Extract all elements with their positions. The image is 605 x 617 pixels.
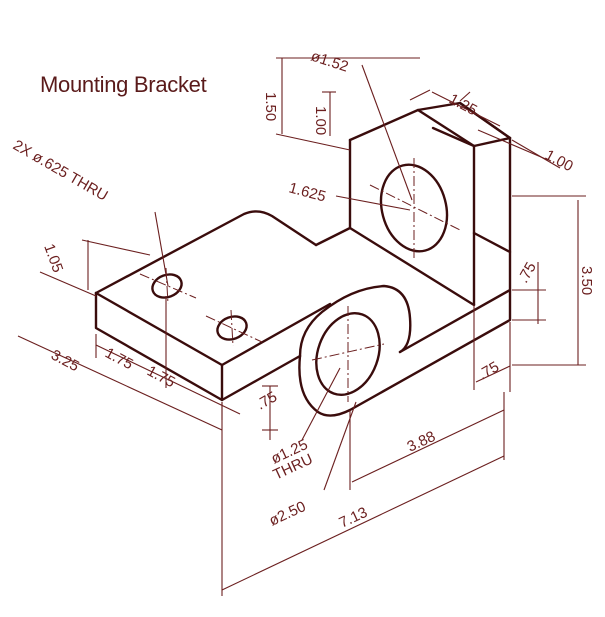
small-hole-1: [151, 273, 183, 299]
dim-1-75-b: 1.75: [144, 363, 178, 392]
dim-3-50: 3.50: [578, 266, 595, 295]
part-outline: [94, 101, 512, 417]
upright-hole: [379, 163, 449, 253]
dim-1-25: 1.25: [446, 91, 480, 120]
small-hole-2: [216, 315, 248, 341]
dim-3-25: 3.25: [48, 347, 82, 376]
dim-1-05: 1.05: [40, 242, 66, 275]
dim-boss-dia: ø2.50: [267, 498, 309, 530]
dim-75-right: .75: [515, 259, 540, 286]
dim-1-50: 1.50: [262, 92, 279, 121]
small-holes-note: 2X ø.625 THRU: [10, 137, 111, 205]
dim-75-arm: .75: [254, 388, 281, 413]
dim-upright-hole-dia: ø1.52: [309, 48, 351, 76]
dimension-labels: ø1.52 1.50 1.00 1.25 1.00 1.625 3.50 .75…: [10, 48, 595, 532]
dimension-lines: [17, 57, 586, 596]
dim-3-88: 3.88: [405, 428, 439, 456]
dim-1-00-right: 1.00: [542, 147, 576, 176]
boss-hole: [315, 312, 381, 396]
drawing-title: Mounting Bracket: [40, 72, 207, 97]
dim-1-625: 1.625: [287, 179, 328, 205]
dim-1-00-vertical: 1.00: [312, 106, 329, 135]
dim-75-lower-right: .75: [476, 358, 503, 383]
